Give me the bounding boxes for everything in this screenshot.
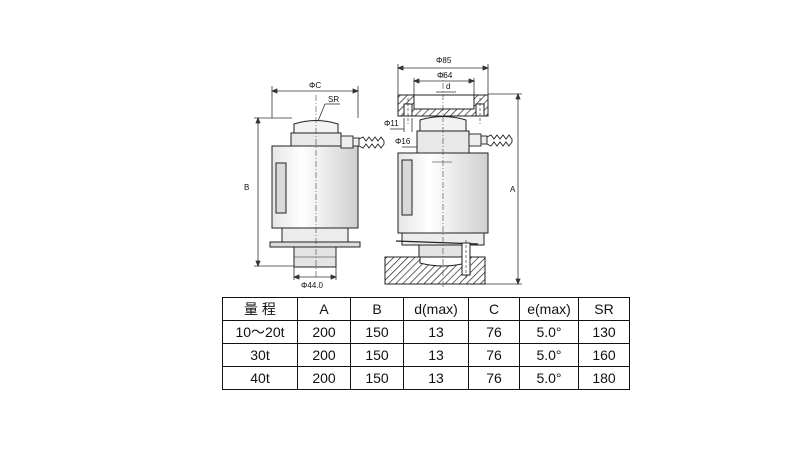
load-cell-drawing: ΦC SR — [244, 56, 522, 290]
cell-e-max: 5.0° — [519, 343, 579, 367]
table-row: 10～20t 200 150 13 76 5.0° 130 — [222, 320, 630, 344]
dim-phi-11 — [390, 118, 413, 132]
left-load-cell — [269, 120, 361, 268]
label-phi-85: Φ85 — [436, 56, 452, 65]
header-b: B — [350, 297, 404, 321]
cell-sr: 160 — [578, 343, 630, 367]
cell-e-max: 5.0° — [519, 320, 579, 344]
cell-b: 150 — [350, 343, 404, 367]
label-sr: SR — [328, 95, 339, 104]
left-view: ΦC SR — [244, 81, 385, 290]
label-phi-11: Φ11 — [384, 119, 399, 128]
label-phi-16: Φ16 — [395, 137, 411, 146]
right-cable-gland — [468, 133, 513, 147]
cell-d-max: 13 — [403, 343, 469, 367]
header-range: 量 程 — [222, 297, 298, 321]
left-cable-gland — [340, 135, 385, 149]
cell-c: 76 — [468, 366, 520, 390]
label-b: B — [244, 183, 249, 192]
cell-a: 200 — [297, 366, 351, 390]
cell-d-max: 13 — [403, 366, 469, 390]
cell-sr: 180 — [578, 366, 630, 390]
cell-sr: 130 — [578, 320, 630, 344]
sr-leader — [317, 103, 340, 122]
specification-table: 量 程 A B d(max) C e(max) SR 10～20t 200 15… — [222, 297, 630, 390]
cell-d-max: 13 — [403, 320, 469, 344]
dim-phi-c — [270, 86, 360, 118]
cell-range: 30t — [222, 343, 298, 367]
header-sr: SR — [578, 297, 630, 321]
cell-b: 150 — [350, 320, 404, 344]
label-phi-64: Φ64 — [437, 71, 453, 80]
dim-b — [254, 116, 294, 268]
table-header-row: 量 程 A B d(max) C e(max) SR — [222, 297, 630, 321]
right-view: Φ85 Φ64 d Φ11 — [384, 56, 522, 288]
header-c: C — [468, 297, 520, 321]
label-a: A — [510, 185, 516, 194]
cell-range: 40t — [222, 366, 298, 390]
label-d: d — [446, 82, 450, 91]
dim-a — [485, 92, 522, 286]
header-d-max: d(max) — [403, 297, 469, 321]
label-phi-44: Φ44.0 — [301, 281, 324, 290]
cell-b: 150 — [350, 366, 404, 390]
cell-a: 200 — [297, 343, 351, 367]
bottom-base — [384, 240, 486, 285]
header-a: A — [297, 297, 351, 321]
dim-phi-44 — [292, 267, 338, 280]
table-row: 30t 200 150 13 76 5.0° 160 — [222, 343, 630, 367]
cell-range: 10～20t — [222, 320, 298, 344]
dim-phi-64 — [412, 78, 476, 95]
cell-c: 76 — [468, 343, 520, 367]
header-e-max: e(max) — [519, 297, 579, 321]
dim-phi-85 — [396, 64, 490, 95]
cell-a: 200 — [297, 320, 351, 344]
table-row: 40t 200 150 13 76 5.0° 180 — [222, 366, 630, 390]
cell-e-max: 5.0° — [519, 366, 579, 390]
label-phi-c: ΦC — [309, 81, 321, 90]
cell-c: 76 — [468, 320, 520, 344]
